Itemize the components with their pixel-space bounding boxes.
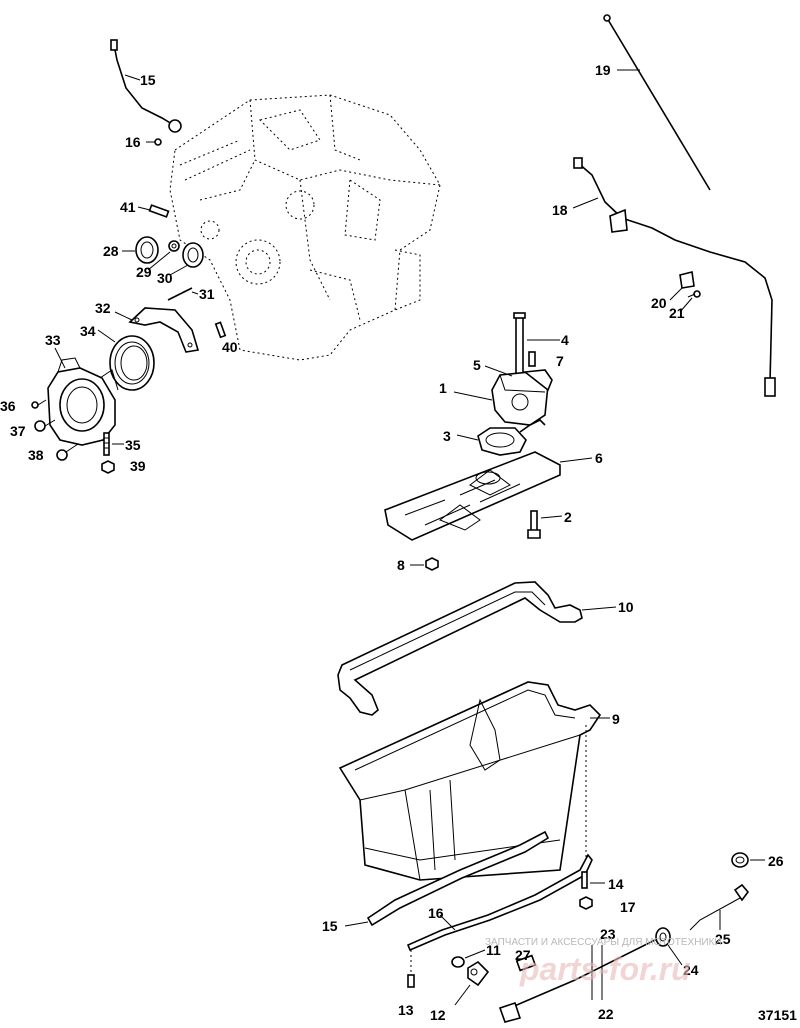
callout-8: 8 (397, 557, 405, 573)
clip-bolt (687, 290, 701, 298)
callout-29: 29 (136, 264, 152, 280)
oil-line-tube (110, 39, 182, 133)
pump-driveshaft (513, 312, 526, 381)
stud (167, 287, 193, 301)
callout-16-top: 16 (125, 134, 141, 150)
callout-34: 34 (80, 323, 96, 339)
callout-38: 38 (28, 447, 44, 463)
drain-cap (655, 927, 671, 947)
callout-7: 7 (556, 353, 564, 369)
callout-9: 9 (612, 711, 620, 727)
camshaft-sleeve (182, 242, 204, 268)
clip-screw (146, 138, 162, 146)
pan-screw (407, 950, 415, 988)
callout-32: 32 (95, 300, 111, 316)
housing-screw-38 (56, 443, 79, 461)
tray-nut (425, 557, 439, 571)
pan-nut (579, 896, 593, 910)
oil-pan (338, 681, 602, 881)
callout-21: 21 (669, 305, 685, 321)
drain-elbow (467, 960, 490, 987)
callout-15-bottom: 15 (322, 918, 338, 934)
callout-28: 28 (103, 243, 119, 259)
seal-retainer-gasket (128, 307, 200, 353)
callout-13: 13 (398, 1002, 414, 1018)
adapter-fitting (515, 954, 537, 972)
pan-stud (581, 871, 588, 889)
callout-12: 12 (430, 1007, 446, 1023)
housing-screw-36 (31, 399, 47, 409)
oil-pressure-sender (689, 883, 750, 931)
dipstick-tube (573, 157, 776, 397)
crank-sleeve (135, 236, 159, 264)
housing-screw-37 (34, 419, 56, 432)
sealing-washer (451, 956, 465, 968)
pump-pin (528, 351, 536, 367)
callout-23: 23 (600, 926, 616, 942)
engine-block-outline (169, 94, 441, 361)
callout-19: 19 (595, 62, 611, 78)
pickup-screen (477, 419, 546, 456)
callout-40: 40 (222, 339, 238, 355)
callout-24: 24 (683, 962, 699, 978)
rear-main-seal (109, 335, 155, 391)
callout-3: 3 (443, 428, 451, 444)
oil-pan-gasket (337, 581, 583, 716)
callout-11: 11 (486, 942, 501, 958)
callout-18: 18 (552, 202, 568, 218)
callout-25: 25 (715, 931, 731, 947)
callout-10: 10 (618, 599, 634, 615)
o-ring (731, 852, 749, 868)
seal-housing (47, 357, 119, 446)
callout-33: 33 (45, 332, 61, 348)
callout-15-top: 15 (140, 72, 156, 88)
watermark-logo: parts-for.ru (519, 951, 691, 987)
callout-30: 30 (157, 270, 173, 286)
plug (168, 240, 180, 252)
callout-35: 35 (125, 437, 141, 453)
pan-end-gasket (406, 853, 593, 952)
housing-stud (103, 432, 110, 456)
oil-pump (491, 369, 553, 426)
callout-4: 4 (561, 332, 569, 348)
callout-17: 17 (620, 899, 636, 915)
dipstick (603, 14, 711, 191)
callout-20: 20 (651, 295, 667, 311)
callout-16-bottom: 16 (428, 905, 444, 921)
callout-37: 37 (10, 423, 26, 439)
callout-14: 14 (608, 876, 624, 892)
callout-22: 22 (598, 1006, 614, 1022)
callout-41: 41 (120, 199, 136, 215)
callout-27: 27 (515, 947, 531, 963)
callout-36: 36 (0, 398, 16, 414)
callout-5: 5 (473, 357, 481, 373)
dowel-pin (148, 204, 170, 218)
housing-nut (101, 460, 115, 474)
tube-clip (679, 271, 695, 289)
tray-bolt (527, 510, 541, 539)
diagram-id-number: 37151 (758, 1007, 797, 1023)
callout-2: 2 (564, 509, 572, 525)
watermark-text: ЗАПЧАСТИ И АКСЕССУАРЫ ДЛЯ МОТОТЕХНИКИ (485, 937, 722, 948)
callout-6: 6 (595, 450, 603, 466)
windage-tray (384, 451, 561, 541)
alignment-pin (214, 321, 227, 339)
callout-1: 1 (439, 380, 447, 396)
callout-31: 31 (199, 286, 215, 302)
pan-side-gasket (366, 830, 550, 927)
callout-39: 39 (130, 458, 146, 474)
callout-26: 26 (768, 853, 784, 869)
